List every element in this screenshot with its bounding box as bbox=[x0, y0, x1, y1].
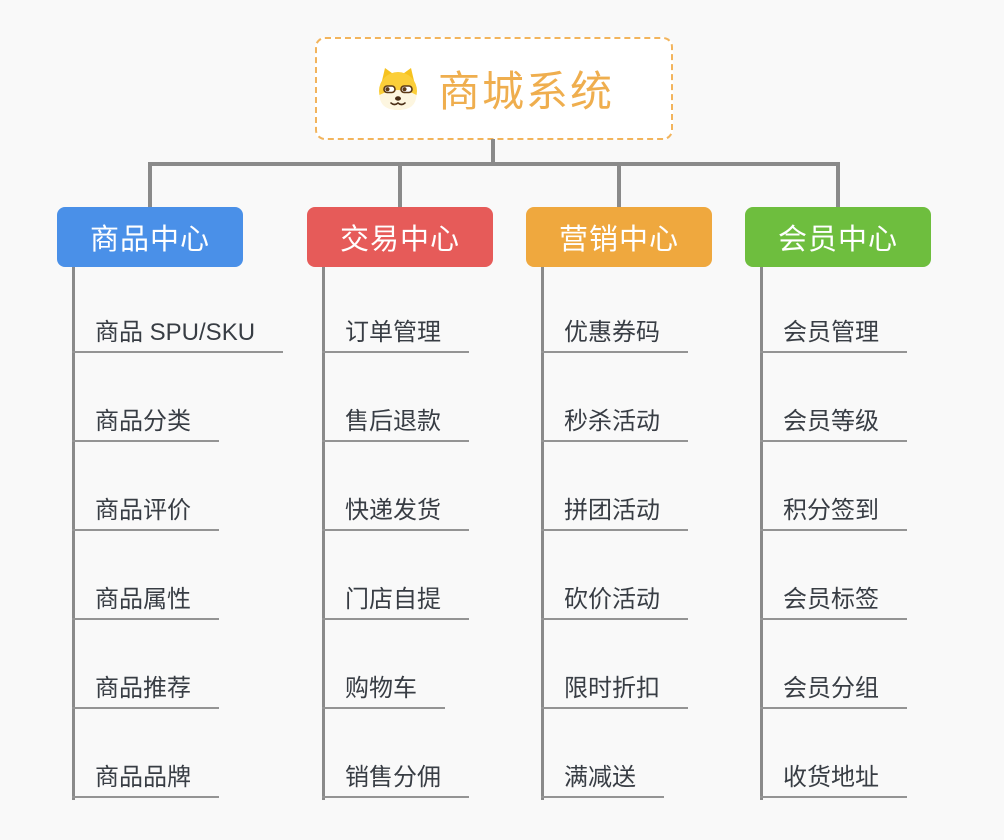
branch-node-营销中心[interactable]: 营销中心 bbox=[526, 207, 712, 267]
leaf-node[interactable]: 会员分组 bbox=[760, 673, 907, 709]
branch-label: 营销中心 bbox=[558, 224, 679, 256]
leaf-node[interactable]: 销售分佣 bbox=[322, 762, 469, 798]
branch-label: 商品中心 bbox=[89, 224, 210, 256]
leaf-node[interactable]: 拼团活动 bbox=[541, 495, 688, 531]
leaf-node[interactable]: 收货地址 bbox=[760, 762, 907, 798]
leaf-node[interactable]: 积分签到 bbox=[760, 495, 907, 531]
branch-label: 交易中心 bbox=[339, 224, 460, 256]
root-node[interactable]: 商城系统 bbox=[315, 37, 673, 140]
branch-trunk-connector-3 bbox=[760, 267, 763, 800]
branch-drop-connector-3 bbox=[836, 162, 840, 207]
branch-drop-connector-0 bbox=[148, 162, 152, 207]
leaf-node[interactable]: 快递发货 bbox=[322, 495, 469, 531]
leaf-node[interactable]: 门店自提 bbox=[322, 584, 469, 620]
leaf-node[interactable]: 会员标签 bbox=[760, 584, 907, 620]
branch-drop-connector-1 bbox=[398, 162, 402, 207]
leaf-node[interactable]: 订单管理 bbox=[322, 317, 469, 353]
branch-node-商品中心[interactable]: 商品中心 bbox=[57, 207, 243, 267]
shiba-dog-icon bbox=[374, 65, 422, 113]
leaf-node[interactable]: 满减送 bbox=[541, 762, 664, 798]
root-trunk-connector bbox=[491, 139, 495, 166]
leaf-node[interactable]: 砍价活动 bbox=[541, 584, 688, 620]
branch-label: 会员中心 bbox=[777, 224, 898, 256]
branch-trunk-connector-2 bbox=[541, 267, 544, 800]
branch-trunk-connector-1 bbox=[322, 267, 325, 800]
leaf-node[interactable]: 商品评价 bbox=[72, 495, 219, 531]
leaf-node[interactable]: 商品品牌 bbox=[72, 762, 219, 798]
branch-node-会员中心[interactable]: 会员中心 bbox=[745, 207, 931, 267]
leaf-node[interactable]: 商品 SPU/SKU bbox=[72, 317, 284, 353]
leaf-node[interactable]: 优惠券码 bbox=[541, 317, 688, 353]
branch-node-交易中心[interactable]: 交易中心 bbox=[307, 207, 493, 267]
leaf-node[interactable]: 秒杀活动 bbox=[541, 406, 688, 442]
leaf-node[interactable]: 会员管理 bbox=[760, 317, 907, 353]
leaf-node[interactable]: 商品属性 bbox=[72, 584, 219, 620]
root-title: 商城系统 bbox=[437, 68, 614, 115]
leaf-node[interactable]: 限时折扣 bbox=[541, 673, 688, 709]
leaf-node[interactable]: 商品分类 bbox=[72, 406, 219, 442]
leaf-node[interactable]: 售后退款 bbox=[322, 406, 469, 442]
leaf-node[interactable]: 会员等级 bbox=[760, 406, 907, 442]
leaf-node[interactable]: 商品推荐 bbox=[72, 673, 219, 709]
branch-drop-connector-2 bbox=[617, 162, 621, 207]
branch-trunk-connector-0 bbox=[72, 267, 75, 800]
horizontal-rail-connector bbox=[148, 162, 840, 166]
leaf-node[interactable]: 购物车 bbox=[322, 673, 445, 709]
